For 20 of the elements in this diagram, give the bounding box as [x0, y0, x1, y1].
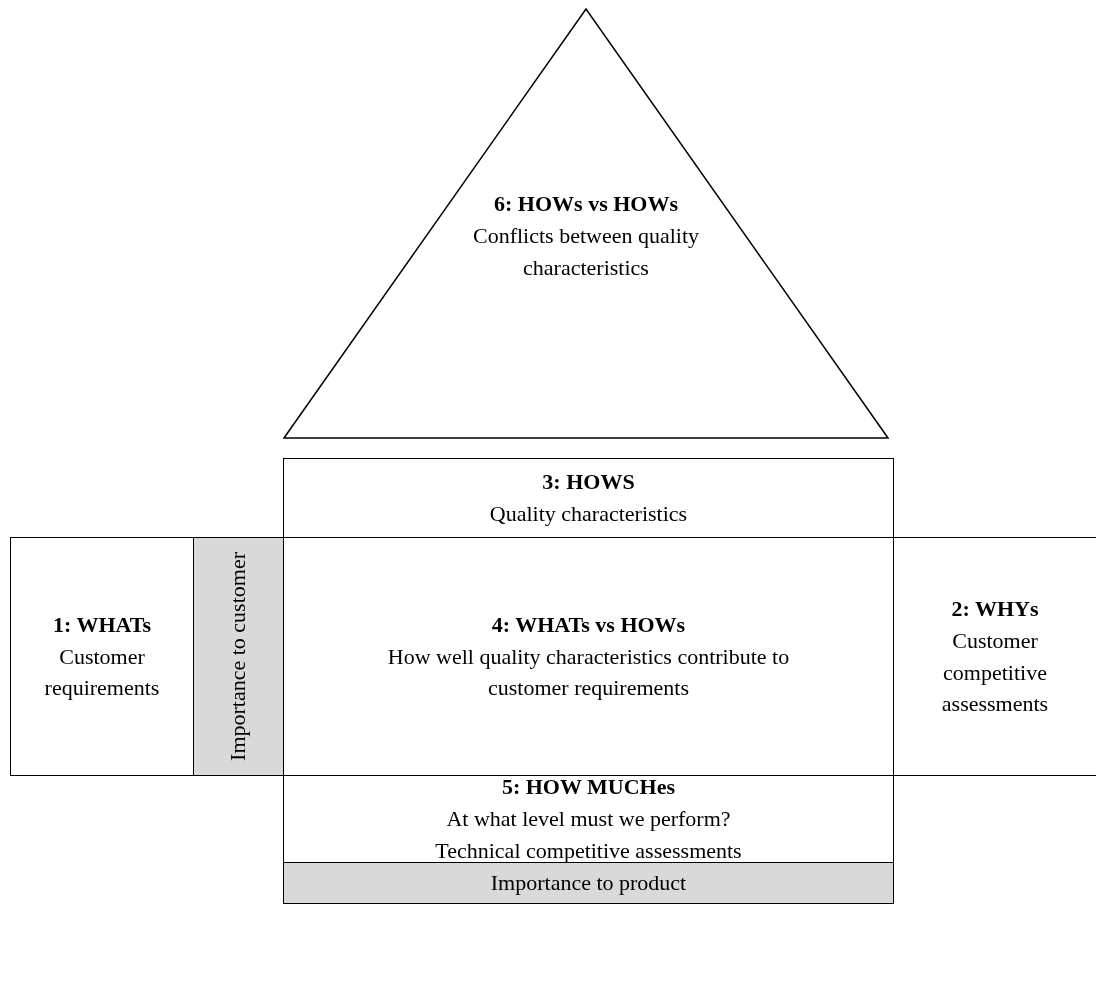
description-text: Technical competitive assessments — [435, 836, 742, 865]
description-text: Quality characteristics — [489, 500, 688, 528]
roof-triangle — [283, 8, 889, 439]
importance-row — [283, 862, 894, 904]
heading-text: 5: HOW MUCHes — [501, 773, 676, 802]
importance-column — [193, 537, 284, 776]
heading-text: 1: WHATs — [53, 610, 151, 639]
description-text: Importance to product — [490, 869, 687, 897]
whys-box — [893, 537, 1096, 776]
description-text: Customer competitive assessments — [940, 626, 1050, 719]
description-text: Conflicts between quality characteristics — [471, 221, 701, 282]
description-text: Customer requirements — [43, 642, 161, 703]
description-text: Importance to customer — [224, 552, 252, 761]
description-text: How well quality characteristics contribute to customer requirements — [386, 642, 791, 703]
heading-text: 3: HOWS — [542, 468, 635, 497]
hows-box — [283, 458, 894, 538]
heading-text: 4: WHATs vs HOWs — [491, 610, 686, 639]
description-text: At what level must we perform? — [446, 805, 731, 834]
heading-text: 2: WHYs — [951, 594, 1039, 623]
heading-text: 6: HOWs vs HOWs — [494, 190, 678, 218]
